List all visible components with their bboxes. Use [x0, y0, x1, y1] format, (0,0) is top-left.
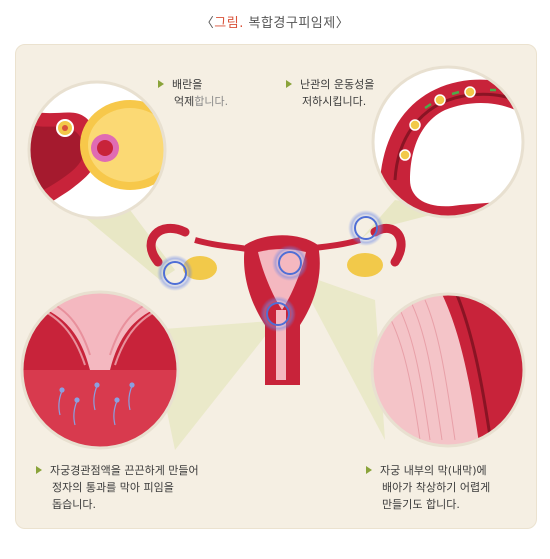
caption-tube-line2: 저하시킵니다. [302, 95, 367, 108]
magnified-tube [373, 67, 523, 217]
bullet-arrow-icon [366, 466, 372, 474]
target-ring-uterus [272, 245, 308, 281]
caption-ovulation: 배란을 억제합니다. [158, 76, 228, 110]
caption-cervix-line3: 돕습니다. [52, 498, 96, 511]
caption-endometrium-line1: 자궁 내부의 막(내막)에 [380, 464, 487, 477]
caption-ovulation-line2a: 억제 [174, 95, 195, 108]
title-close-bracket: 〉 [335, 16, 350, 31]
caption-cervix: 자궁경관점액을 끈끈하게 만들어 정자의 통과를 막아 피임을 돕습니다. [36, 462, 199, 513]
target-ring-ovary [157, 255, 193, 291]
title-open-bracket: 〈 [200, 16, 215, 31]
bullet-arrow-icon [36, 466, 42, 474]
figure-title: 〈그림. 복합경구피임제〉 [0, 12, 550, 31]
caption-endometrium-line2: 배아가 착상하기 어렵게 [382, 481, 491, 494]
caption-cervix-line1: 자궁경관점액을 끈끈하게 만들어 [50, 464, 199, 477]
bullet-arrow-icon [286, 80, 292, 88]
magnified-ovary [29, 82, 165, 218]
caption-cervix-line2: 정자의 통과를 막아 피임을 [52, 481, 174, 494]
target-ring-tube [348, 210, 384, 246]
magnified-cervix [22, 292, 178, 448]
beam-endometrium [290, 270, 385, 440]
caption-tube-line1: 난관의 운동성을 [300, 78, 375, 91]
caption-ovulation-line1: 배란을 [172, 78, 203, 91]
target-ring-cervix [260, 296, 296, 332]
magnified-endometrium [372, 294, 524, 446]
caption-endometrium-line3: 만들기도 합니다. [382, 498, 460, 511]
caption-tube: 난관의 운동성을 저하시킵니다. [286, 76, 374, 110]
bullet-arrow-icon [158, 80, 164, 88]
caption-endometrium: 자궁 내부의 막(내막)에 배아가 착상하기 어렵게 만들기도 합니다. [366, 462, 490, 513]
caption-ovulation-line2b: 합니다. [194, 95, 229, 108]
title-text: 복합경구피임제 [248, 16, 336, 31]
title-label: 그림. [214, 16, 244, 31]
beam-cervix [150, 320, 285, 450]
